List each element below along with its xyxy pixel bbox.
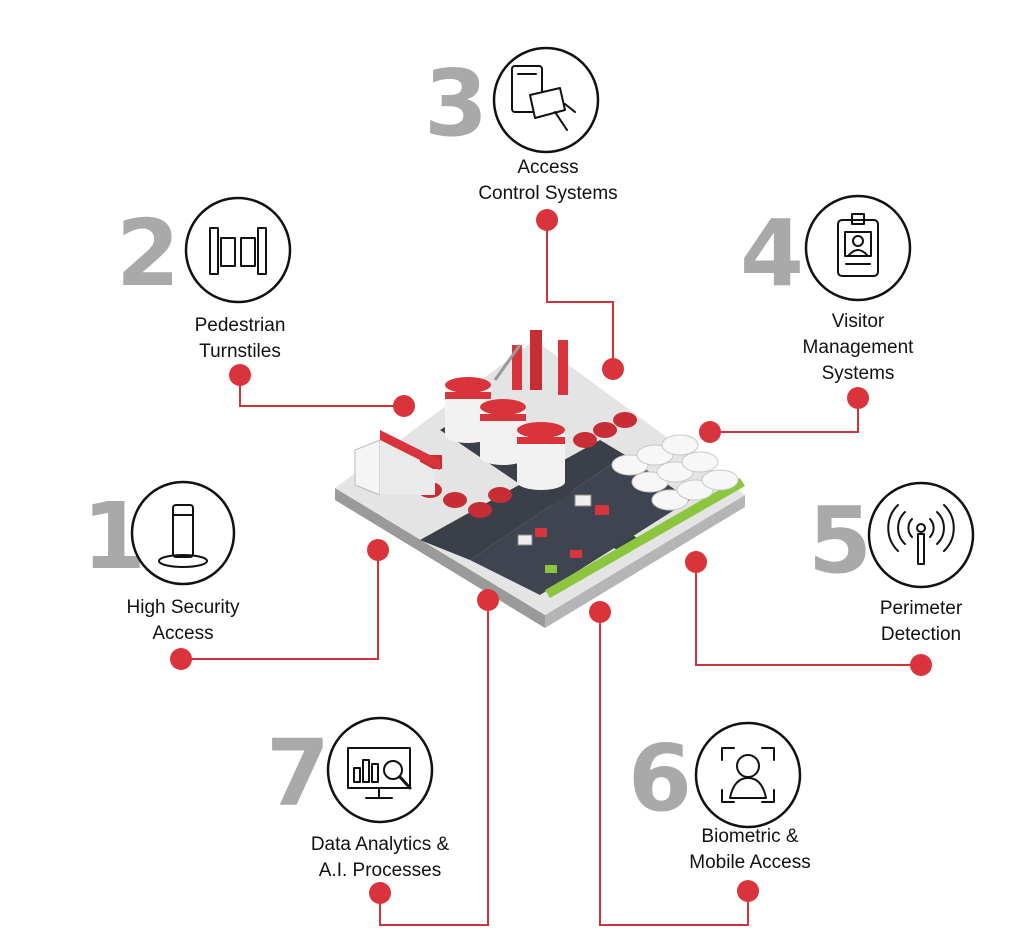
item-biometric-mobile-access: 6 Biometric & Mobile Access (628, 721, 811, 873)
item-label-line: Visitor (832, 311, 885, 332)
item-label-line: High Security (127, 597, 240, 618)
dot-6-inner (589, 601, 611, 623)
dot-2-outer (229, 364, 251, 386)
item-number: 2 (116, 200, 180, 307)
dot-7-outer (369, 882, 391, 904)
dot-4-outer (847, 387, 869, 409)
dot-1-outer (170, 648, 192, 670)
item-label-line: A.I. Processes (319, 860, 442, 881)
item-label-line: Access (152, 623, 213, 644)
facility-illustration (335, 330, 745, 628)
dot-5-outer (910, 654, 932, 676)
item-number: 4 (740, 200, 804, 307)
item-data-analytics-ai: 7 Data Analytics & A.I. Processes (266, 716, 450, 881)
item-label-line: Biometric & (701, 826, 798, 847)
item-label-line: Systems (822, 363, 895, 384)
face-scan-icon (721, 747, 775, 803)
antenna-signal-icon (887, 504, 955, 565)
dot-4-inner (699, 421, 721, 443)
connector-2 (239, 375, 404, 407)
connector-4 (710, 398, 859, 433)
bollard-icon (158, 504, 208, 568)
item-label-line: Access (517, 157, 578, 178)
dot-2-inner (393, 395, 415, 417)
item-label-line: Detection (881, 624, 961, 645)
card-reader-icon (511, 65, 576, 131)
analytics-monitor-icon (347, 747, 412, 799)
dot-1-inner (367, 539, 389, 561)
item-number: 7 (266, 720, 330, 827)
connector-5 (695, 562, 921, 666)
turnstile-icon (209, 227, 267, 275)
item-label-line: Pedestrian (195, 315, 286, 336)
item-label-line: Control Systems (478, 183, 617, 204)
item-number: 5 (808, 487, 872, 594)
dot-3-outer (536, 209, 558, 231)
dot-3-inner (602, 358, 624, 380)
connector-1 (181, 550, 379, 660)
dot-7-inner (477, 589, 499, 611)
item-perimeter-detection: 5 Perimeter Detection (808, 481, 975, 645)
item-number: 3 (424, 50, 488, 157)
item-label-line: Perimeter (880, 598, 963, 619)
item-high-security-access: 1 High Security Access (82, 480, 240, 644)
item-number: 6 (628, 725, 692, 832)
connector-3 (546, 220, 614, 369)
item-visitor-management-systems: 4 Visitor Management Systems (740, 194, 915, 384)
visitor-badge-icon (837, 213, 879, 277)
dot-6-outer (737, 880, 759, 902)
item-label-line: Data Analytics & (311, 834, 450, 855)
connector-dots (170, 209, 932, 904)
item-label-line: Mobile Access (689, 852, 810, 873)
item-label-line: Turnstiles (199, 341, 281, 362)
connector-7 (379, 600, 489, 926)
connector-6 (599, 612, 749, 926)
item-access-control-systems: 3 Access Control Systems (424, 46, 618, 204)
item-pedestrian-turnstiles: 2 Pedestrian Turnstiles (116, 196, 292, 362)
dot-5-inner (685, 551, 707, 573)
item-label-line: Management (803, 337, 915, 358)
